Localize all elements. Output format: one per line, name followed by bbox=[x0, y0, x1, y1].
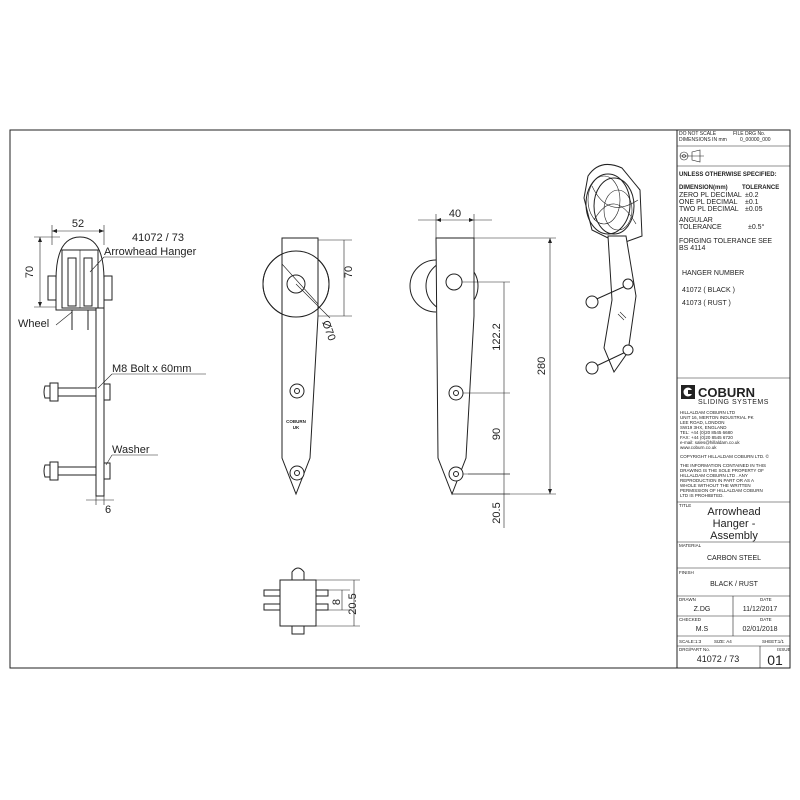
tb-notice-line: DRAWING IS THE SOLE PROPERTY OF bbox=[680, 468, 764, 473]
tb-hanger-black: 41072 ( BLACK ) bbox=[682, 287, 735, 294]
tb-tol-row-label: ZERO PL DECIMAL bbox=[679, 192, 742, 199]
bottom-view: 8 20.5 bbox=[263, 567, 360, 635]
tb-angular-val: ±0.5° bbox=[748, 223, 765, 231]
tb-date-label: DATE bbox=[760, 617, 772, 622]
tb-brand: COBURN bbox=[698, 385, 755, 400]
title-block: DO NOT SCALE DIMENSIONS IN mm FILE DRG N… bbox=[676, 129, 791, 669]
tb-forging-2: BS 4114 bbox=[679, 245, 705, 252]
dim-front-height: 70 bbox=[343, 266, 355, 278]
tb-material: CARBON STEEL bbox=[707, 555, 761, 562]
dim-wheel-dia: Ø70 bbox=[319, 319, 337, 343]
tb-notice-line: REPRODUCTION IN PART OR AS A bbox=[680, 478, 754, 483]
tb-address-line: FAX: +44 (0)20 8545 6720 bbox=[680, 435, 733, 440]
tb-finish-label: FINISH bbox=[679, 570, 694, 575]
side-view: 52 70 6 41072 / bbox=[18, 218, 206, 516]
tb-address-line: HILLALDAM COBURN LTD bbox=[680, 410, 736, 415]
tb-date-label: DATE bbox=[760, 597, 772, 602]
callout-washer: Washer bbox=[112, 444, 150, 456]
dim-rear-122: 122.2 bbox=[491, 323, 503, 351]
tb-drg-label: DRG/PART No. bbox=[679, 647, 710, 652]
tb-title-label: TITLE bbox=[679, 503, 691, 508]
dim-rear-90: 90 bbox=[491, 428, 503, 440]
tb-brand-sub: SLIDING SYSTEMS bbox=[698, 399, 769, 406]
tb-size: SIZE: A4 bbox=[714, 639, 732, 644]
tb-dim-header: DIMENSION(mm) bbox=[679, 185, 728, 191]
tb-dims-in-mm: DIMENSIONS IN mm bbox=[679, 137, 727, 143]
dim-rear-width: 40 bbox=[449, 208, 461, 220]
tb-file-drg-value: 0_00000_000 bbox=[740, 137, 771, 143]
tb-drawn: Z.DG bbox=[694, 606, 711, 613]
tb-hanger-rust: 41073 ( RUST ) bbox=[682, 300, 731, 307]
tb-finish: BLACK / RUST bbox=[710, 581, 759, 588]
tb-notice-line: THE INFORMATION CONTAINED IN THIS bbox=[680, 463, 766, 468]
tb-material-label: MATERIAL bbox=[679, 543, 702, 548]
callout-bolt: M8 Bolt x 60mm bbox=[112, 363, 191, 375]
tb-issue: 01 bbox=[767, 652, 783, 668]
tb-file-drg-label: FILE DRG No. bbox=[733, 131, 765, 137]
tb-tol-row-label: TWO PL DECIMAL bbox=[679, 206, 739, 213]
tb-notice-line: LTD IS PROHIBITED. bbox=[680, 493, 724, 498]
tb-drawn-label: DRAWN bbox=[679, 597, 696, 602]
tb-angular-1: ANGULAR bbox=[679, 217, 713, 224]
tb-drg: 41072 / 73 bbox=[697, 654, 740, 664]
tb-address-line: www.coburn.co.uk bbox=[680, 445, 717, 450]
front-view: 70 Ø70 COBURN UK bbox=[262, 237, 355, 496]
tb-checked-date: 02/01/2018 bbox=[742, 626, 777, 633]
tb-scale: SCALE:1:3 bbox=[679, 639, 702, 644]
callout-wheel: Wheel bbox=[18, 318, 49, 330]
tb-notice-line: HILLALDAM COBURN LTD . ANY bbox=[680, 473, 748, 478]
dim-side-height: 70 bbox=[24, 266, 36, 278]
dim-rear-280: 280 bbox=[536, 357, 548, 375]
callout-part-name: Arrowhead Hanger bbox=[104, 246, 197, 258]
projection-symbol-icon bbox=[679, 149, 704, 163]
callout-part-number: 41072 / 73 bbox=[132, 232, 184, 244]
tb-sheet: SHEET:1/1 bbox=[762, 639, 785, 644]
dim-side-width: 52 bbox=[72, 218, 84, 230]
stamp-coburn: COBURN bbox=[286, 419, 306, 424]
tb-tol-row-value: ±0.2 bbox=[745, 192, 759, 199]
dim-bottom-8: 8 bbox=[331, 599, 343, 605]
tb-address-line: SW19 3HX, ENGLAND bbox=[680, 425, 727, 430]
tb-angular-2: TOLERANCE bbox=[679, 224, 722, 231]
dim-rear-205: 20.5 bbox=[491, 502, 503, 523]
tb-notice-line: PERMISSION OF HILLALDAM COBURN bbox=[680, 488, 763, 493]
sheet-border bbox=[9, 129, 791, 669]
isometric-view bbox=[583, 163, 643, 375]
tb-copyright: COPYRIGHT HILLALDAM COBURN LTD. © bbox=[680, 453, 770, 459]
tb-tol-header: TOLERANCE bbox=[742, 185, 779, 191]
tb-title-line: Assembly bbox=[710, 530, 758, 542]
rear-view: 40 122.2 280 90 20.5 bbox=[409, 208, 556, 528]
tb-address-line: LEE ROAD, LONDON bbox=[680, 420, 725, 425]
tb-address-line: e-mail: sales@hillaldam.co.uk bbox=[680, 440, 740, 445]
tb-forging-1: FORGING TOLERANCE SEE bbox=[679, 238, 772, 245]
tb-notice-line: WHOLE WITHOUT THE WRITTEN bbox=[680, 483, 751, 488]
tb-tol-row-value: ±0.05 bbox=[745, 206, 763, 213]
tb-hanger-number: HANGER NUMBER bbox=[682, 270, 744, 277]
stamp-uk: UK bbox=[293, 425, 300, 430]
tb-title-line: Arrowhead bbox=[707, 506, 760, 518]
tb-address-line: TEL: +44 (0)20 8545 6680 bbox=[680, 430, 733, 435]
tb-checked: M.S bbox=[696, 626, 709, 633]
tb-issue-label: ISSUE bbox=[777, 647, 791, 652]
tb-checked-label: CHECKED bbox=[679, 617, 702, 622]
dim-washer-thickness: 6 bbox=[105, 504, 111, 516]
coburn-logo-icon bbox=[681, 385, 695, 399]
dim-bottom-205: 20.5 bbox=[347, 593, 359, 614]
tb-tol-row-label: ONE PL DECIMAL bbox=[679, 199, 738, 206]
tb-do-not-scale: DO NOT SCALE bbox=[679, 131, 717, 137]
tb-unless: UNLESS OTHERWISE SPECIFIED: bbox=[679, 172, 777, 178]
tb-drawn-date: 11/12/2017 bbox=[743, 606, 778, 613]
tb-title-line: Hanger - bbox=[713, 518, 756, 530]
tb-tol-row-value: ±0.1 bbox=[745, 199, 759, 206]
tb-address-line: UNIT 16, MERTON INDUSTRIAL PK bbox=[680, 415, 754, 420]
